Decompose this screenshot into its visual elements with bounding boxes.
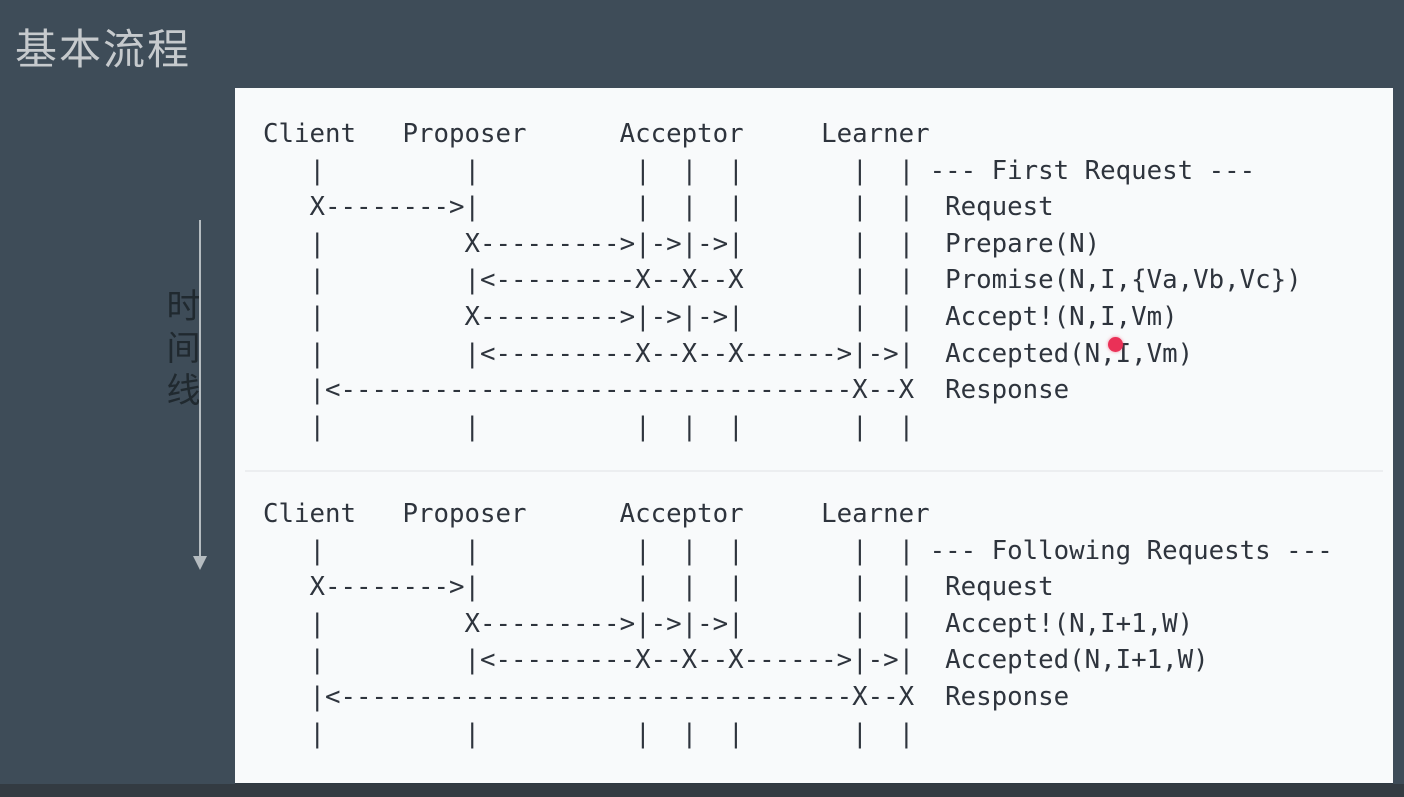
laser-pointer-dot bbox=[1108, 337, 1123, 352]
bottom-edge-strip bbox=[0, 784, 1404, 797]
paxos-following-requests-sequence-diagram: Client Proposer Acceptor Learner | | | |… bbox=[263, 499, 1333, 749]
timeline-arrow-down-icon bbox=[193, 220, 207, 570]
paxos-first-request-sequence-diagram: Client Proposer Acceptor Learner | | | |… bbox=[263, 119, 1302, 442]
diagram-panel: Client Proposer Acceptor Learner | | | |… bbox=[235, 88, 1393, 783]
timeline-arrowhead bbox=[193, 556, 207, 570]
section-divider bbox=[245, 470, 1383, 472]
timeline-label: 时间线 bbox=[160, 288, 200, 414]
timeline-arrow-shaft bbox=[199, 220, 201, 558]
slide-title: 基本流程 bbox=[15, 25, 192, 74]
